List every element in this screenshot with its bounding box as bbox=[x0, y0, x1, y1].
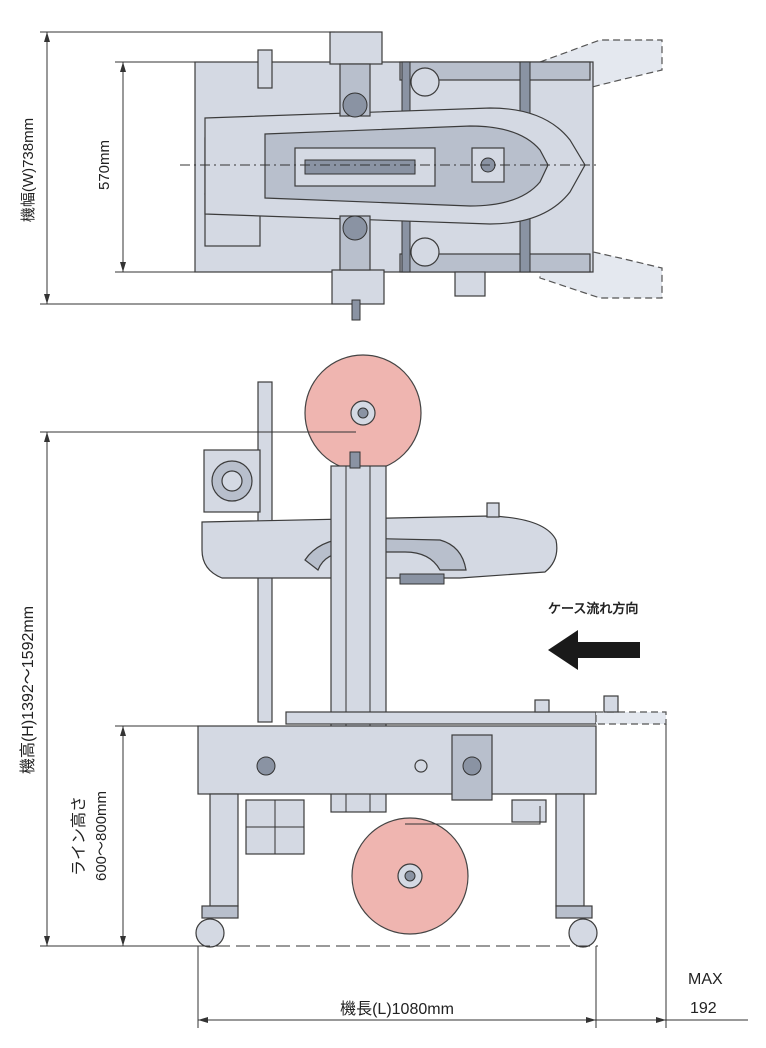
top-rail-lower bbox=[399, 253, 591, 273]
top-dimensions bbox=[40, 31, 340, 305]
top-post bbox=[257, 49, 273, 89]
top-view bbox=[180, 31, 663, 321]
line-height-value: 600～800mm bbox=[93, 791, 110, 881]
side-caster-mount-right bbox=[555, 905, 593, 919]
side-motor-hub bbox=[221, 470, 243, 492]
side-caster-left bbox=[195, 918, 225, 948]
side-control-knob[interactable] bbox=[462, 756, 482, 776]
bottom-tape-axle bbox=[404, 870, 416, 882]
machine-height-label: 機高(H)1392～1592mm bbox=[19, 606, 37, 774]
top-box-bottom bbox=[454, 271, 486, 297]
top-roller-2 bbox=[410, 237, 440, 267]
top-roller-1 bbox=[410, 67, 440, 97]
top-handle bbox=[351, 299, 361, 321]
top-lower-clamp bbox=[331, 269, 385, 305]
side-leg-left bbox=[209, 793, 239, 907]
side-caster-mount-left bbox=[201, 905, 239, 919]
max-value: 192 bbox=[690, 1000, 717, 1017]
side-conveyor-extension bbox=[595, 711, 667, 725]
side-view bbox=[195, 354, 667, 948]
side-head-clip bbox=[399, 573, 445, 585]
side-dimensions bbox=[40, 431, 748, 1028]
top-tape-axle bbox=[357, 407, 369, 419]
line-height-title: ライン高さ bbox=[70, 796, 88, 876]
side-rail-knob-1 bbox=[534, 699, 550, 713]
side-base-hole-2 bbox=[414, 759, 428, 773]
machine-length-label: 機長(L)1080mm bbox=[340, 1000, 454, 1018]
side-rail-knob-2 bbox=[603, 695, 619, 713]
top-lower-wheel bbox=[342, 215, 368, 241]
side-base-block bbox=[511, 799, 547, 823]
max-label: MAX bbox=[688, 971, 723, 988]
side-leg-right bbox=[555, 793, 585, 907]
bottom-tape-path bbox=[405, 806, 541, 825]
flow-direction-arrow bbox=[548, 630, 640, 670]
side-conveyor-rail bbox=[285, 711, 597, 725]
side-base-frame bbox=[197, 725, 597, 795]
side-caster-right bbox=[568, 918, 598, 948]
machine-width-label: 機幅(W)738mm bbox=[20, 118, 37, 222]
top-upper-wheel bbox=[342, 92, 368, 118]
flow-direction-label: ケース流れ方向 bbox=[548, 601, 638, 616]
top-rail-upper bbox=[399, 61, 591, 81]
side-head-knob bbox=[486, 502, 500, 518]
top-slot-inner bbox=[304, 159, 416, 175]
top-upper-clamp bbox=[329, 31, 383, 65]
side-column-cap bbox=[349, 451, 361, 469]
side-base-hole-1 bbox=[256, 756, 276, 776]
inner-width-label: 570mm bbox=[96, 140, 113, 190]
